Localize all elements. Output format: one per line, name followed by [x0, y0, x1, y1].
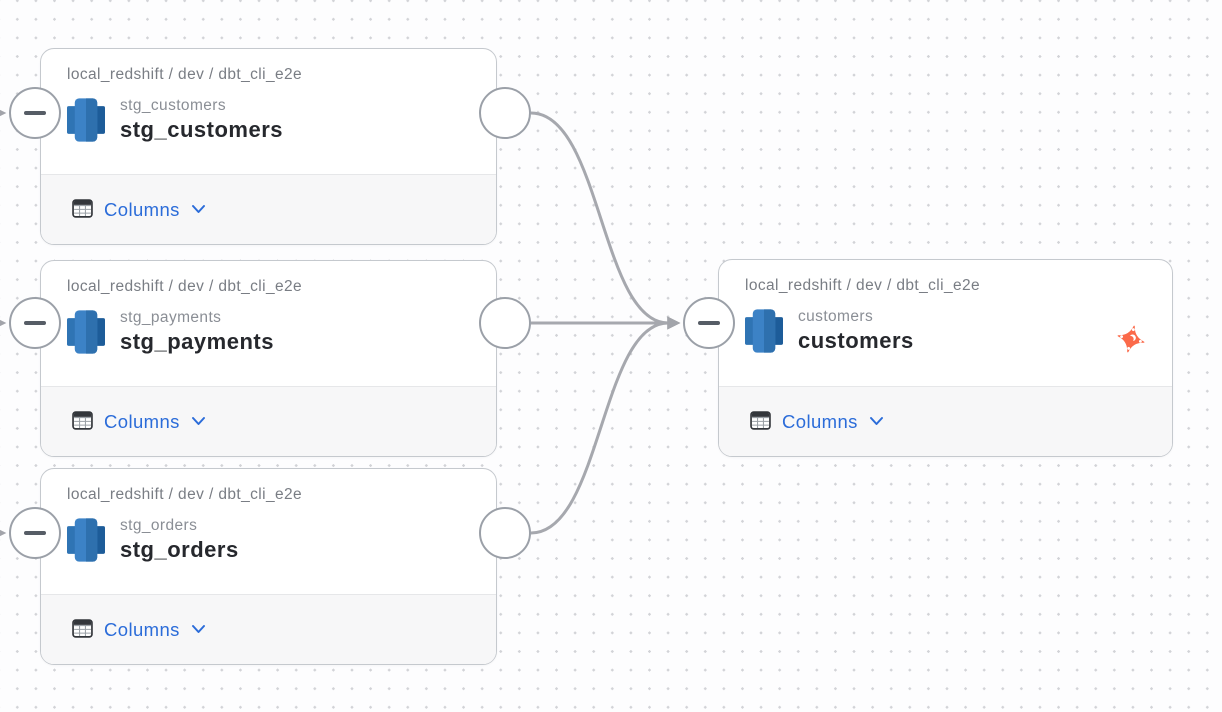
edge-stg-customers-to-customers[interactable] [530, 111, 681, 330]
chevron-down-icon [191, 622, 206, 637]
columns-toggle[interactable]: Columns [72, 198, 206, 222]
breadcrumb: local_redshift / dev / dbt_cli_e2e [745, 277, 981, 294]
table-grid-icon [72, 618, 93, 642]
node-subtitle: stg_payments [120, 309, 222, 326]
node-title: stg_payments [120, 329, 274, 354]
chevron-down-icon [191, 414, 206, 429]
collapse-upstream-handle-customers[interactable] [683, 297, 735, 349]
columns-toggle[interactable]: Columns [72, 618, 206, 642]
dbt-icon [1113, 321, 1149, 357]
node-subtitle: stg_orders [120, 517, 198, 534]
breadcrumb: local_redshift / dev / dbt_cli_e2e [67, 66, 303, 83]
table-grid-icon [72, 198, 93, 222]
node-footer: Columns [719, 386, 1172, 456]
node-card-stg-orders[interactable]: local_redshift / dev / dbt_cli_e2e stg_o… [40, 468, 497, 665]
node-footer: Columns [41, 386, 496, 456]
redshift-table-icon [745, 309, 783, 353]
collapse-upstream-handle-stg-payments[interactable] [9, 297, 61, 349]
columns-toggle[interactable]: Columns [72, 410, 206, 434]
node-subtitle: customers [798, 308, 874, 325]
redshift-table-icon [67, 310, 105, 354]
node-title: stg_orders [120, 537, 239, 562]
node-subtitle: stg_customers [120, 97, 226, 114]
node-footer: Columns [41, 174, 496, 244]
columns-label: Columns [104, 410, 180, 432]
chevron-down-icon [191, 202, 206, 217]
source-handle-stg-customers[interactable] [479, 87, 531, 139]
node-header: local_redshift / dev / dbt_cli_e2e stg_c… [41, 49, 496, 175]
collapse-upstream-handle-stg-customers[interactable] [9, 87, 61, 139]
source-handle-stg-payments[interactable] [479, 297, 531, 349]
minus-icon [698, 320, 720, 326]
node-card-stg-customers[interactable]: local_redshift / dev / dbt_cli_e2e stg_c… [40, 48, 497, 245]
edge-stg-orders-to-customers[interactable] [530, 316, 681, 535]
node-header: local_redshift / dev / dbt_cli_e2e custo… [719, 260, 1172, 386]
minus-icon [24, 320, 46, 326]
redshift-table-icon [67, 98, 105, 142]
columns-toggle[interactable]: Columns [750, 410, 884, 434]
minus-icon [24, 110, 46, 116]
node-title: customers [798, 328, 914, 353]
node-card-stg-payments[interactable]: local_redshift / dev / dbt_cli_e2e stg_p… [40, 260, 497, 457]
redshift-table-icon [67, 518, 105, 562]
table-grid-icon [750, 410, 771, 434]
minus-icon [24, 530, 46, 536]
node-title: stg_customers [120, 117, 284, 142]
source-handle-stg-orders[interactable] [479, 507, 531, 559]
columns-label: Columns [104, 618, 180, 640]
table-grid-icon [72, 410, 93, 434]
breadcrumb: local_redshift / dev / dbt_cli_e2e [67, 486, 303, 503]
node-header: local_redshift / dev / dbt_cli_e2e stg_p… [41, 261, 496, 387]
collapse-upstream-handle-stg-orders[interactable] [9, 507, 61, 559]
chevron-down-icon [869, 414, 884, 429]
breadcrumb: local_redshift / dev / dbt_cli_e2e [67, 278, 303, 295]
node-header: local_redshift / dev / dbt_cli_e2e stg_o… [41, 469, 496, 595]
node-footer: Columns [41, 594, 496, 664]
columns-label: Columns [782, 410, 858, 432]
columns-label: Columns [104, 198, 180, 220]
node-card-customers[interactable]: local_redshift / dev / dbt_cli_e2e custo… [718, 259, 1173, 457]
